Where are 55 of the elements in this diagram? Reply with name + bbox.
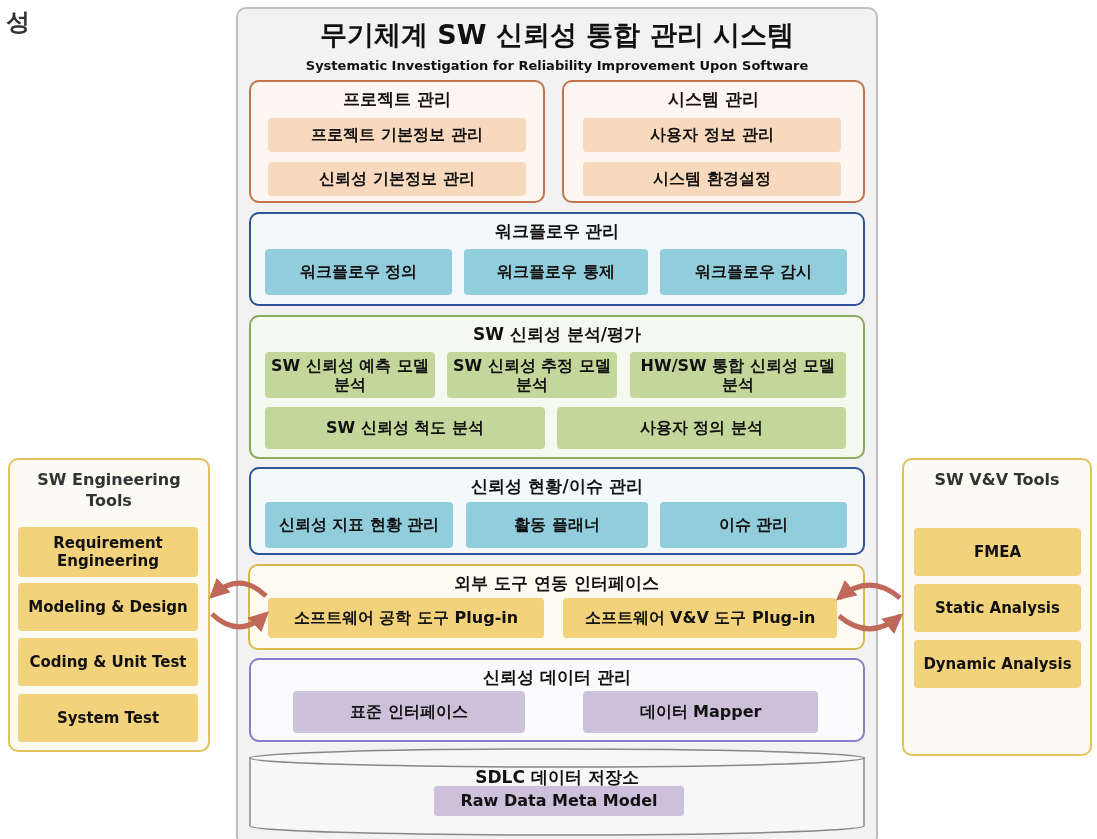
curved-arrow [835, 580, 902, 601]
module-box: 사용자 정보 관리 [583, 118, 841, 152]
heading-fragment: 성 [6, 7, 30, 38]
module-box: 이슈 관리 [660, 502, 847, 548]
module-box: 워크플로우 감시 [660, 249, 847, 295]
module-box: SW 신뢰성 척도 분석 [265, 407, 545, 449]
module-group-panel [249, 212, 865, 306]
module-group-panel [248, 564, 865, 650]
module-box: System Test [18, 694, 198, 742]
module-box: Coding & Unit Test [18, 638, 198, 686]
group-heading: 신뢰성 데이터 관리 [483, 666, 631, 689]
module-box: 데이터 Mapper [583, 691, 818, 733]
group-heading: 신뢰성 현황/이슈 관리 [471, 475, 643, 498]
group-heading: SW Engineering Tools [36, 470, 182, 512]
group-heading: 프로젝트 관리 [343, 88, 451, 111]
module-box: 워크플로우 정의 [265, 249, 452, 295]
module-group-panel [249, 658, 865, 742]
group-heading: SW 신뢰성 분석/평가 [472, 323, 641, 346]
database-cylinder [249, 748, 865, 836]
group-heading: SW V&V Tools [934, 470, 1060, 491]
module-box: Requirement Engineering [18, 527, 198, 577]
module-box: 활동 플래너 [466, 502, 648, 548]
curved-arrow [837, 613, 904, 634]
module-box: HW/SW 통합 신뢰성 모델 분석 [630, 352, 846, 398]
tool-group-panel [902, 458, 1092, 756]
curved-arrow [210, 611, 269, 633]
module-box: 워크플로우 통제 [464, 249, 648, 295]
module-box: 신뢰성 지표 현황 관리 [265, 502, 453, 548]
module-group-panel [562, 80, 865, 203]
module-box: Static Analysis [914, 584, 1081, 632]
module-box: 프로젝트 기본정보 관리 [268, 118, 526, 152]
module-box: SW 신뢰성 추정 모델 분석 [447, 352, 617, 398]
module-box: 소프트웨어 공학 도구 Plug-in [268, 598, 544, 638]
module-group-panel [249, 467, 865, 555]
group-heading: 시스템 관리 [668, 88, 759, 111]
module-box: 시스템 환경설정 [583, 162, 841, 196]
module-group-panel [249, 80, 545, 203]
group-heading: 워크플로우 관리 [494, 220, 620, 243]
module-box: 신뢰성 기본정보 관리 [268, 162, 526, 196]
group-heading: SDLC 데이터 저장소 [475, 766, 639, 789]
group-heading: 외부 도구 연동 인터페이스 [454, 572, 659, 595]
system-subtitle: Systematic Investigation for Reliability Improvement Upon Software [305, 58, 809, 73]
module-box: Dynamic Analysis [914, 640, 1081, 688]
module-box: Raw Data Meta Model [434, 786, 684, 816]
module-box: Modeling & Design [18, 583, 198, 631]
system-title: 무기체계 SW 신뢰성 통합 관리 시스템 [319, 18, 795, 52]
module-box: 표준 인터페이스 [293, 691, 525, 733]
module-box: FMEA [914, 528, 1081, 576]
module-group-panel [249, 315, 865, 459]
curved-arrow [209, 577, 268, 599]
system-panel [236, 7, 878, 839]
tool-group-panel [8, 458, 210, 752]
module-box: SW 신뢰성 예측 모델 분석 [265, 352, 435, 398]
module-box: 사용자 정의 분석 [557, 407, 846, 449]
module-box: 소프트웨어 V&V 도구 Plug-in [563, 598, 837, 638]
